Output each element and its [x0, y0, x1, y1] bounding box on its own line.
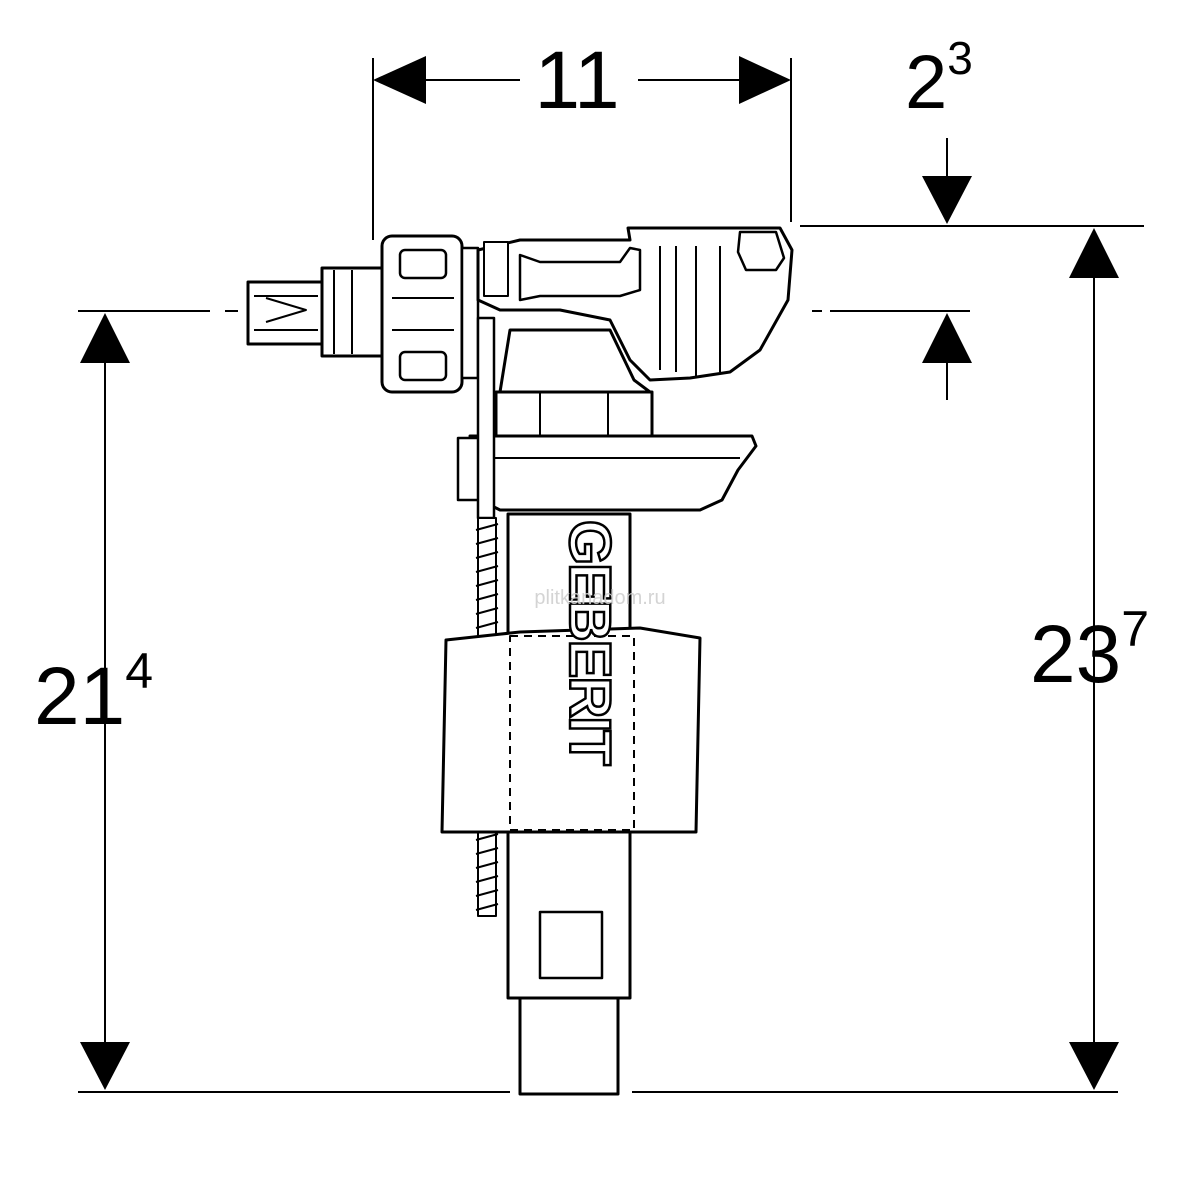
arrowheads	[80, 56, 1119, 1090]
arrow-width-left	[373, 56, 426, 104]
dimension-lines	[78, 58, 1144, 1093]
arrow-offset-up	[922, 313, 972, 363]
watermark: plitkanadom.ru	[534, 587, 665, 609]
arrow-left-up	[80, 313, 130, 363]
valve-head	[476, 226, 794, 382]
width-dimension-label: 11	[534, 35, 619, 126]
union-nut	[380, 234, 480, 394]
arrow-right-up	[1069, 228, 1119, 278]
right-height-label: 237	[1030, 601, 1149, 700]
outlet-tube	[518, 996, 620, 1096]
arrow-right-down	[1069, 1042, 1119, 1090]
upper-body	[494, 328, 654, 440]
inlet-connector	[246, 266, 384, 358]
offset-dimension-label: 23	[905, 32, 973, 125]
brand-logo: GEBERIT	[556, 519, 624, 767]
valve-drawing	[246, 226, 794, 1096]
left-height-label: 214	[34, 643, 153, 742]
float-cup	[440, 626, 702, 834]
arrow-offset-down	[922, 176, 972, 224]
arrow-width-right	[739, 56, 791, 104]
tube-square-mark	[538, 910, 604, 980]
brand-logo-text: GEBERIT	[557, 520, 622, 765]
flange-bowl	[456, 434, 758, 512]
arrow-left-down	[80, 1042, 130, 1090]
